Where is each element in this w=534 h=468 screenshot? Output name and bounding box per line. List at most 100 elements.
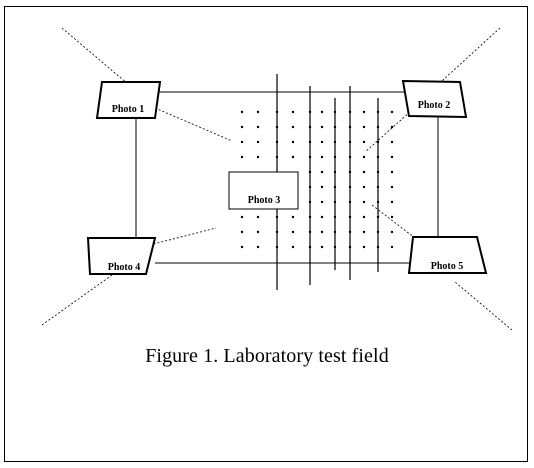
grid-point (362, 170, 366, 174)
grid-point (256, 215, 260, 219)
grid-point (240, 245, 244, 249)
grid-point (256, 155, 260, 159)
grid-point (320, 215, 324, 219)
grid-point (320, 230, 324, 234)
grid-point (291, 155, 295, 159)
grid-point (308, 125, 312, 129)
grid-point (240, 230, 244, 234)
photo-4-label: Photo 4 (108, 262, 141, 273)
grid-point (362, 230, 366, 234)
grid-point (256, 230, 260, 234)
grid-point (308, 155, 312, 159)
grid-point (275, 230, 279, 234)
grid-point (275, 245, 279, 249)
grid-point (275, 110, 279, 114)
grid-point (320, 170, 324, 174)
grid-point (275, 155, 279, 159)
grid-point (308, 185, 312, 189)
grid-point (390, 215, 394, 219)
grid-point (308, 140, 312, 144)
grid-point (376, 155, 380, 159)
grid-point (333, 245, 337, 249)
grid-point (256, 110, 260, 114)
grid-point (348, 125, 352, 129)
grid-point (362, 125, 366, 129)
grid-point (348, 215, 352, 219)
grid-point (390, 185, 394, 189)
grid-point (390, 110, 394, 114)
grid-point (376, 245, 380, 249)
grid-point (240, 155, 244, 159)
grid-point (376, 200, 380, 204)
grid-point (308, 200, 312, 204)
grid-point (348, 185, 352, 189)
grid-point (390, 125, 394, 129)
grid-point (390, 155, 394, 159)
grid-point (291, 230, 295, 234)
grid-point (376, 185, 380, 189)
grid-point (333, 155, 337, 159)
grid-point (333, 200, 337, 204)
grid-point (240, 140, 244, 144)
field-boundary (135, 91, 439, 264)
photo-4: Photo 4 (86, 237, 157, 275)
grid-point (320, 140, 324, 144)
grid-point (333, 230, 337, 234)
grid-point (275, 215, 279, 219)
grid-point (390, 140, 394, 144)
grid-point (376, 140, 380, 144)
grid-point (333, 215, 337, 219)
grid-point (291, 125, 295, 129)
photo-1-label: Photo 1 (112, 104, 145, 115)
grid-point (362, 215, 366, 219)
grid-point (362, 110, 366, 114)
grid-point (291, 140, 295, 144)
grid-point (348, 170, 352, 174)
photo-3: Photo 3 (228, 171, 299, 210)
grid-point (320, 185, 324, 189)
grid-point (333, 140, 337, 144)
grid-point (376, 230, 380, 234)
photo-1: Photo 1 (95, 81, 162, 119)
grid-point (256, 245, 260, 249)
photo-5: Photo 5 (407, 236, 488, 274)
grid-point (320, 245, 324, 249)
grid-point (390, 170, 394, 174)
photo-3-label: Photo 3 (248, 195, 281, 206)
grid-point (275, 140, 279, 144)
grid-point (291, 245, 295, 249)
grid-point (362, 155, 366, 159)
grid-point (376, 125, 380, 129)
grid-point (256, 125, 260, 129)
photo-2-label: Photo 2 (418, 100, 451, 111)
figure-caption: Figure 1. Laboratory test field (145, 345, 389, 367)
grid-points (240, 110, 394, 249)
grid-point (348, 110, 352, 114)
grid-point (291, 110, 295, 114)
grid-point (240, 125, 244, 129)
grid-point (320, 110, 324, 114)
grid-point (308, 215, 312, 219)
grid-point (362, 200, 366, 204)
grid-point (376, 215, 380, 219)
photo-5-label: Photo 5 (431, 261, 464, 272)
grid-point (308, 170, 312, 174)
grid-point (362, 185, 366, 189)
grid-point (362, 245, 366, 249)
grid-point (320, 155, 324, 159)
grid-point (308, 245, 312, 249)
grid-point (348, 245, 352, 249)
grid-point (308, 110, 312, 114)
grid-point (390, 230, 394, 234)
grid-point (333, 185, 337, 189)
grid-point (376, 110, 380, 114)
grid-point (240, 110, 244, 114)
grid-point (348, 140, 352, 144)
grid-point (376, 170, 380, 174)
grid-point (333, 170, 337, 174)
grid-point (333, 125, 337, 129)
grid-point (348, 155, 352, 159)
grid-point (240, 215, 244, 219)
grid-point (308, 230, 312, 234)
